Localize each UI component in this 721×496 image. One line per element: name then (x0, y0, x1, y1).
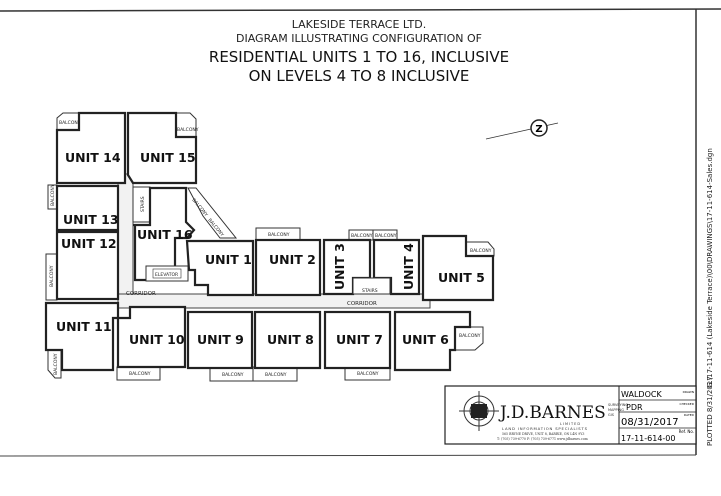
svg-text:UNIT 3: UNIT 3 (332, 243, 347, 290)
svg-text:UNIT 12: UNIT 12 (61, 236, 117, 251)
drawn-value: WALDOCK (621, 390, 662, 399)
svg-text:UNIT 6: UNIT 6 (402, 332, 449, 347)
ref-number: 17-11-614-00 (621, 434, 675, 443)
company-name: J.D.BARNES (498, 403, 606, 423)
frame-bottom-line (0, 454, 697, 457)
svg-text:UNIT 4: UNIT 4 (401, 243, 416, 290)
unit-16[interactable]: UNIT 16 (133, 186, 196, 282)
svg-text:UNIT 16: UNIT 16 (137, 227, 193, 242)
unit-1[interactable]: UNIT 1 (185, 239, 255, 297)
svg-text:GIS: GIS (608, 413, 615, 417)
title-block: J.D.BARNES LIMITED SURVEYING MAPPING GIS… (444, 385, 697, 445)
svg-text:UNIT 9: UNIT 9 (197, 332, 244, 347)
unit-5[interactable]: UNIT 5 (421, 234, 495, 302)
elevator: ELEVATOR (145, 265, 189, 282)
svg-text:UNIT 5: UNIT 5 (438, 270, 485, 285)
svg-text:ELEVATOR: ELEVATOR (155, 272, 178, 278)
svg-text:UNIT 1: UNIT 1 (205, 252, 252, 267)
balcony-label: BALCONY (357, 371, 379, 377)
balcony-label: BALCONY (470, 248, 492, 254)
svg-text:565 BRYNE DRIVE, UNIT 8, BARRI: 565 BRYNE DRIVE, UNIT 8, BARRIE, ON L4N … (502, 432, 584, 436)
plotted-date: PLOTTED 8/31/2017 (706, 376, 714, 446)
balcony-label: BALCONY (59, 120, 81, 126)
svg-text:LIMITED: LIMITED (560, 422, 581, 426)
corridor-label: CORRIDOR (347, 301, 377, 307)
svg-text:MAPPING: MAPPING (608, 408, 624, 412)
unit-15[interactable]: UNIT 15 (126, 111, 198, 185)
unit-12[interactable]: UNIT 12 (55, 230, 120, 301)
unit-10[interactable]: UNIT 10 (116, 305, 187, 369)
unit-2[interactable]: UNIT 2 (254, 238, 322, 297)
svg-text:UNIT 10: UNIT 10 (129, 332, 185, 347)
svg-text:DRAWN: DRAWN (683, 390, 694, 394)
balcony-label: BALCONY (177, 127, 199, 133)
unit-11[interactable]: UNIT 11 (44, 301, 120, 372)
balcony-label: BALCONY (459, 333, 481, 339)
corridor-vertical (117, 173, 134, 309)
svg-text:UNIT 15: UNIT 15 (140, 150, 196, 165)
unit-7[interactable]: UNIT 7 (323, 310, 392, 370)
stairs: STAIRS (132, 186, 151, 223)
header-company: LAKESIDE TERRACE LTD. (292, 18, 426, 31)
svg-text:Ref. No.: Ref. No. (679, 429, 694, 434)
balcony-label: BALCONY (351, 233, 373, 239)
svg-text:STAIRS: STAIRS (140, 196, 146, 212)
unit-9[interactable]: UNIT 9 (186, 310, 254, 370)
svg-text:STAIRS: STAIRS (362, 288, 378, 294)
checked-value: PDR (626, 403, 643, 412)
svg-text:CHECKED: CHECKED (679, 402, 694, 406)
corridor-label: CORRIDOR (126, 291, 156, 297)
balcony-label: BALCONY (222, 372, 244, 378)
balcony-label: BALCONY (375, 233, 397, 239)
dated-value: 08/31/2017 (621, 417, 679, 428)
balcony-label: BALCONY (49, 265, 55, 287)
unit-13[interactable]: UNIT 13 (55, 184, 120, 232)
frame-top-line (0, 8, 721, 12)
svg-text:UNIT 2: UNIT 2 (269, 252, 316, 267)
svg-text:UNIT 13: UNIT 13 (63, 212, 119, 227)
svg-text:T: (705) 739-6770 F: (705): T: (705) 739-6770 F: (705) 739-6771 www.… (497, 437, 588, 441)
compass-label: Z (535, 124, 542, 135)
balcony-label: BALCONY (268, 232, 290, 238)
jd-barnes-logo (459, 391, 499, 431)
balcony-label: BALCONY (50, 184, 56, 206)
svg-text:LAND INFORMATION SPECIALISTS: LAND INFORMATION SPECIALISTS (502, 426, 588, 431)
balcony-label: BALCONY (53, 353, 59, 375)
svg-text:SURVEYING: SURVEYING (608, 403, 628, 407)
north-arrow-icon: Z (485, 119, 559, 140)
svg-text:DATED: DATED (684, 413, 695, 417)
file-path: G:\17-11-614 (Lakeside Terrace)\00\DRAWI… (706, 148, 714, 388)
balcony-label: BALCONY (265, 372, 287, 378)
unit-8[interactable]: UNIT 8 (253, 310, 322, 370)
header-title-2: ON LEVELS 4 TO 8 INCLUSIVE (249, 67, 470, 85)
svg-text:UNIT 11: UNIT 11 (56, 319, 112, 334)
header-title: RESIDENTIAL UNITS 1 TO 16, INCLUSIVE (209, 48, 509, 66)
unit-6[interactable]: UNIT 6 (393, 310, 472, 372)
unit-14[interactable]: UNIT 14 (55, 111, 127, 185)
svg-text:UNIT 8: UNIT 8 (267, 332, 314, 347)
balcony-label: BALCONY (129, 371, 151, 377)
svg-text:UNIT 14: UNIT 14 (65, 150, 121, 165)
header-subtitle: DIAGRAM ILLUSTRATING CONFIGURATION OF (236, 32, 482, 45)
svg-text:UNIT 7: UNIT 7 (336, 332, 383, 347)
stairs: STAIRS (352, 277, 391, 295)
